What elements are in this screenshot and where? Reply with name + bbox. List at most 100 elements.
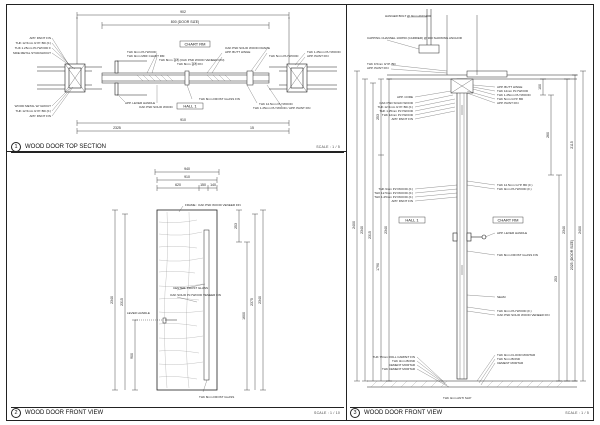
side-dim-left-6: 2340 [384,226,388,234]
label-center-5: OAK PSD SOLID WOOD FRAME [225,46,270,50]
front-dim-right-lower: 2375 [250,298,254,306]
label-center-2: THK 9mm MDF CHART RM [127,54,165,58]
top-section-drawing: 902 800 (DOOR SIZE) CHART RM HALL 1 [13,10,341,134]
side-right-label-13: THK 9mm FLOOR MORTAR [497,353,536,357]
side-right-label-6: THK 12.5mm GYP. BD (F.) [497,183,532,187]
side-dim-left-5: 253 [376,114,380,120]
panel-scale-1: SCALE : 1 / 5 [316,145,340,149]
side-right-label-10: SEAM [497,295,506,299]
panel-title-2: WOOD DOOR FRONT VIEW [25,410,104,416]
side-right-label-11: THK 9mm PLYWOOD (F.) [497,309,532,313]
side-right-label-8: APP. LEVER HANDLE [497,231,527,235]
title-side-section: 3 WOOD DOOR FRONT VIEW SCALE : 1 / 5 [350,407,593,419]
label-left-6: THK 12.5mm GYP. BD (F.) [16,109,51,113]
side-left-label-9: THK 1.25mm PLYWOOD (F.) [374,195,413,199]
label-bottom-2: OAK PSD SOLID WOOD [139,105,174,109]
side-right-label-3: THK 1.25mm PLYWOOD [497,93,531,97]
front-dim-right-all: 2340 [258,296,262,304]
panel-number-2: 2 [11,408,21,418]
label-left-1: APP. PAINT FIN [29,36,51,40]
panel-divider-horizontal [7,151,346,152]
side-left-label-10: APP. PAINT FIN [391,199,413,203]
side-left-label-4: THK 1.25mm PLYWOOD [379,109,413,113]
frost-glass-strip [203,229,210,381]
label-bottom-1: APP. LEVER HANDLE [125,101,155,105]
side-dim-right-4: 2340 [562,226,566,234]
side-right-label-4: THK 5mm GYP. BD [497,97,524,101]
side-left-label-11: THK 75mm ROLL CARPET FIN [373,355,415,359]
side-dim-left-2: 2340 [360,226,364,234]
side-left-label-7: THK 9mm PLYWOOD (F.) [378,187,413,191]
room-hall-1: HALL 1 [183,104,197,109]
side-dim-right-6: 2325 (DOOR SIZE) [570,240,574,270]
label-left-7: APP. PAINT FIN [29,114,51,118]
panel-number-3: 3 [350,408,360,418]
dim-door-size: 800 (DOOR SIZE) [171,20,199,24]
side-section-drawing: HALL 1 CHART RM HANGER BOLT @ 9mm ANCHOR… [352,9,586,400]
side-left-label-6: APP. PAINT FIN [391,117,413,121]
front-dim-top-inner: 910 [184,175,190,179]
side-dim-left-1: 2400 [352,221,356,229]
side-dim-right-2: 260 [546,132,550,138]
label-left-5: WOOD METAL W/ GROUT [15,104,51,108]
label-bottom-3: THK 8mm FROST GLASS FIN [199,97,240,101]
label-left-2: THK 12.5mm GYP. BD (F.) [16,41,51,45]
front-label-frame: FRAME : OAK PSD WOOD VENEER FIN [185,203,241,207]
side-right-label-5: APP. PAINT FIN [497,101,519,105]
panel-scale-2: SCALE : 1 / 10 [314,411,340,415]
front-dim-top-overall: 940 [184,167,190,171]
side-dim-left-4: 1790 [376,263,380,271]
front-dim-left-inner: 2315 [120,298,124,306]
panel-number-1: 1 [11,142,21,152]
label-center-7: THK 5mm PLYWOOD [269,54,299,58]
side-left-label-13: CEMENT MORTAR [389,363,416,367]
side-dim-right-3: 253 [554,276,558,282]
side-dim-left-3: 2315 [368,231,372,239]
label-center-6: APP. BUTT HINGE [225,50,250,54]
room-chart-rm: CHART RM [185,42,206,47]
side-dim-right-5: 2115 [570,141,574,149]
side-right-label-1: APP. BUTT HINGE [497,85,522,89]
side-left-label-3: THK 12.5mm GYP. BD (F.) [378,105,413,109]
side-right-label-9: THK 8mm FROST GLASS FIN [497,253,538,257]
front-dim-top-a: 620 [175,183,181,187]
front-dim-left-low: 900 [130,353,134,359]
label-left-4: SIDE METAL STUD/GROUT [13,51,51,55]
front-label-center-glass: CENTER: FROST GLASS [173,286,208,290]
side-left-label-1: APP. CORE [397,95,413,99]
front-label-lever: LEVER HANDLE [127,311,150,315]
side-right-label-7: THK 9mm PLYWOOD (F.) [497,187,532,191]
side-right-label-14: THK 5mm BOND [497,357,521,361]
front-dim-top-b: 150 [200,183,206,187]
side-dim-right-1: 100 [538,84,542,90]
side-bottom-note: THK 4mm ANTI SLIP [443,396,471,400]
dim-bottom-main: 910 [180,118,186,122]
side-top-label-1: HANGER BOLT @ 9mm ANCHOR [385,14,432,18]
side-right-label-2: THK 12mm PLYWOOD [497,89,529,93]
label-center-1: THK 9mm PLYWOOD [127,50,157,54]
label-bottom-4: THK 12.5mm PLYWOOD [259,102,293,106]
dim-overall-top: 902 [180,10,186,14]
panel-title-3: WOOD DOOR FRONT VIEW [364,410,443,416]
front-dim-left-all: 2340 [110,296,114,304]
side-right-label-15: CEMENT MORTAR [497,361,524,365]
side-left-label-12: THK 3mm BOND [392,359,416,363]
front-label-frost-glass: THK 8mm FROST GLASS [199,395,234,399]
side-top-label-2: CAPPING CHANNEL 100X50 (CARRIER) @ 900 S… [367,36,463,40]
label-center-9: APP. PAINT FIN [307,54,329,58]
front-dim-right-mid: 1600 [242,312,246,320]
front-dim-right-top: 253 [234,223,238,229]
label-center-8: THK 1.25mm PLYWOOD [307,50,341,54]
side-dim-right-7: 2400 [578,226,582,234]
front-dim-top-c: 140 [210,183,216,187]
label-bottom-5: THK 1.25mm PLYWOOD / APP. PAINT FIN [253,106,310,110]
side-top-label-4: APP. PAINT FIN [367,66,389,70]
front-view-drawing: 940 910 620 150 140 [110,167,266,399]
title-top-section: 1 WOOD DOOR TOP SECTION SCALE : 1 / 5 [11,141,344,153]
panel-divider-vertical [346,5,347,420]
panel-title-1: WOOD DOOR TOP SECTION [25,144,107,150]
dim-bottom-right: 15 [250,126,254,130]
drawing-sheet: 902 800 (DOOR SIZE) CHART RM HALL 1 [6,4,594,421]
dim-bottom-left: 2325 [113,126,121,130]
side-top-label-3: THK 9.5mm GYP. BD [367,62,396,66]
